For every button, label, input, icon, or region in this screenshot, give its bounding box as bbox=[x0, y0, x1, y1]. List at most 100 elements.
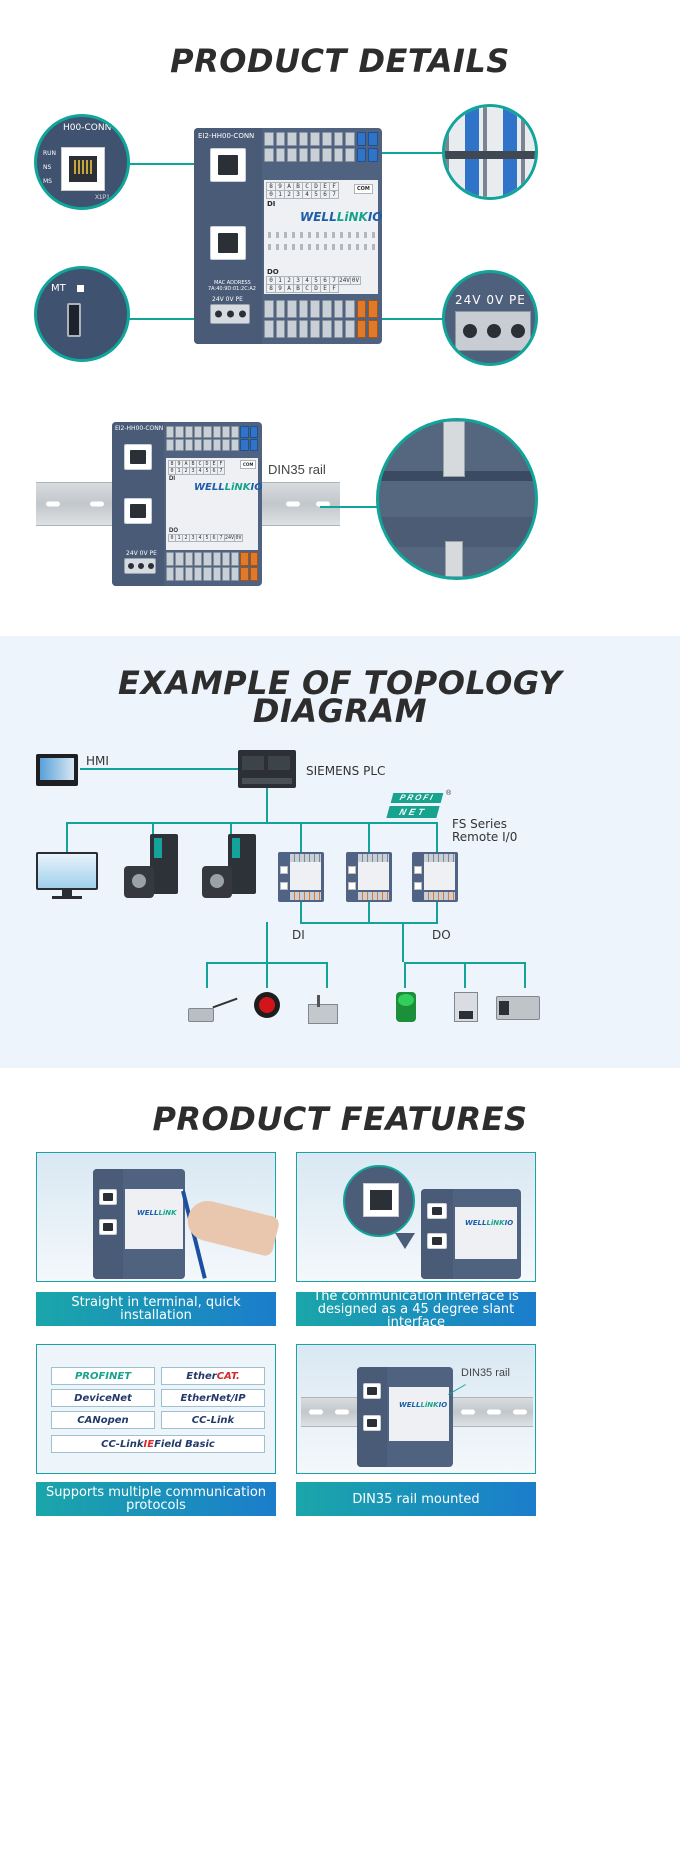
mt-label: MT bbox=[51, 283, 66, 294]
zoom-ethernet-port: H00-CONN RUN NS MS X1P1 bbox=[34, 114, 130, 210]
rail-clip-top bbox=[443, 421, 465, 477]
topology-title-line2: DIAGRAM bbox=[252, 692, 428, 730]
io-drop bbox=[436, 902, 438, 922]
feature-card-slant-port: WELLLiNKIO bbox=[296, 1152, 536, 1282]
rail-clip-bottom bbox=[445, 541, 463, 577]
bus-drop bbox=[66, 822, 68, 852]
callout-pointer bbox=[395, 1233, 415, 1249]
hmi-device bbox=[36, 754, 78, 786]
feature-caption-4: DIN35 rail mounted bbox=[296, 1482, 536, 1516]
leader-line bbox=[320, 506, 380, 508]
do-drop bbox=[402, 922, 404, 962]
topology-do-label: DO bbox=[432, 928, 451, 942]
rj45-port-1 bbox=[124, 444, 152, 470]
branch-drop bbox=[404, 962, 406, 988]
mac-value: 7A:40:9D:01:2C:A2 bbox=[208, 286, 256, 292]
io-module-front: EI2-HH00-CONN MAC ADDRESS 7A:40:9D:01:2C… bbox=[194, 128, 382, 344]
power-labels-small: 24V 0V PE bbox=[126, 550, 157, 557]
monitor-stand bbox=[62, 890, 72, 898]
plc-label: SIEMENS PLC bbox=[306, 764, 386, 778]
io-collector bbox=[300, 922, 438, 924]
rj45-port-1 bbox=[210, 148, 246, 182]
mt-led bbox=[77, 285, 84, 292]
do-led-row bbox=[268, 244, 375, 250]
remote-io-module bbox=[346, 852, 392, 902]
top-terminal-row bbox=[264, 132, 378, 162]
di-drop bbox=[266, 922, 268, 962]
canopen-logo: CANopen bbox=[51, 1411, 155, 1429]
mac-label: MAC ADDRESS bbox=[214, 280, 251, 286]
do-label: DO bbox=[169, 528, 178, 534]
profinet-logo-top: PROFI bbox=[390, 793, 444, 803]
hmi-line bbox=[80, 768, 240, 770]
topology-background bbox=[0, 636, 680, 1068]
di-label: DI bbox=[267, 200, 276, 208]
proximity-sensor bbox=[188, 1008, 214, 1022]
fs-series-label: FS Series Remote I/0 bbox=[452, 817, 518, 844]
zoom-rail-clip bbox=[376, 418, 538, 580]
remote-io-module bbox=[412, 852, 458, 902]
din-rail-label: DIN35 rail bbox=[461, 1367, 510, 1379]
bus-line bbox=[66, 822, 438, 824]
zoom-power-terminal: 24V 0V PE bbox=[442, 270, 538, 366]
do-label: DO bbox=[267, 268, 279, 276]
servo-drive bbox=[228, 834, 256, 894]
ethernetip-logo: EtherNet/IP bbox=[161, 1389, 265, 1407]
limit-switch bbox=[308, 995, 338, 1024]
bus-drop bbox=[230, 822, 232, 834]
feature-card-din-rail: WELLLiNKIO DIN35 rail bbox=[296, 1344, 536, 1474]
module-model: EI2-HH00-CONN bbox=[115, 425, 164, 432]
zoom-port-label: X1P1 bbox=[95, 195, 110, 201]
zoom-terminal-block bbox=[442, 104, 538, 200]
monitor-device bbox=[36, 852, 98, 890]
module-illustration: WELLLiNKIO bbox=[357, 1367, 453, 1467]
com-label: COM bbox=[240, 460, 257, 469]
com-label: COM bbox=[354, 184, 373, 194]
relay bbox=[454, 992, 478, 1022]
module-illustration: WELLLiNKIO bbox=[421, 1189, 521, 1279]
bus-drop bbox=[300, 822, 302, 852]
leader-line bbox=[128, 163, 208, 165]
profinet-logo: PROFINET bbox=[51, 1367, 155, 1385]
plc-drop-line bbox=[266, 786, 268, 822]
cclink-ie-logo: CC-Link IE Field Basic bbox=[51, 1435, 265, 1453]
zoom-led-labels: RUN NS MS bbox=[43, 150, 57, 185]
din-rail-label: DIN35 rail bbox=[268, 462, 326, 477]
zoom-rj45-port bbox=[61, 147, 105, 191]
bottom-terminal-row bbox=[166, 552, 258, 581]
hmi-label: HMI bbox=[86, 754, 109, 768]
bus-drop bbox=[436, 822, 438, 852]
slant-port-zoom bbox=[343, 1165, 415, 1237]
feature-caption-3: Supports multiple communication protocol… bbox=[36, 1482, 276, 1516]
branch-drop bbox=[464, 962, 466, 988]
zoom-model-text: H00-CONN bbox=[63, 123, 112, 133]
io-drop bbox=[368, 902, 370, 922]
indicator-light bbox=[396, 992, 416, 1022]
devicenet-logo: DeviceNet bbox=[51, 1389, 155, 1407]
brand-logo: WELLLiNKIO bbox=[300, 210, 382, 224]
profinet-logo-bottom: NET bbox=[386, 806, 440, 818]
servo-drive bbox=[150, 834, 178, 894]
branch-drop bbox=[524, 962, 526, 988]
branch-drop bbox=[266, 962, 268, 988]
module-illustration: WELLLiNK bbox=[93, 1169, 185, 1279]
di-led-row bbox=[268, 232, 375, 238]
brand-logo: WELLLiNKIO bbox=[399, 1401, 448, 1409]
brand-logo: WELLLiNK bbox=[137, 1209, 177, 1217]
module-model: EI2-HH00-CONN bbox=[198, 132, 255, 140]
monitor-base bbox=[52, 896, 82, 899]
bus-drop bbox=[152, 822, 154, 834]
zoom-mt-port: MT bbox=[34, 266, 130, 362]
di-label: DI bbox=[169, 476, 175, 482]
solenoid-valve bbox=[496, 996, 540, 1020]
leader-line bbox=[340, 318, 443, 320]
plc-device bbox=[238, 750, 296, 788]
cclink-logo: CC-Link bbox=[161, 1411, 265, 1429]
